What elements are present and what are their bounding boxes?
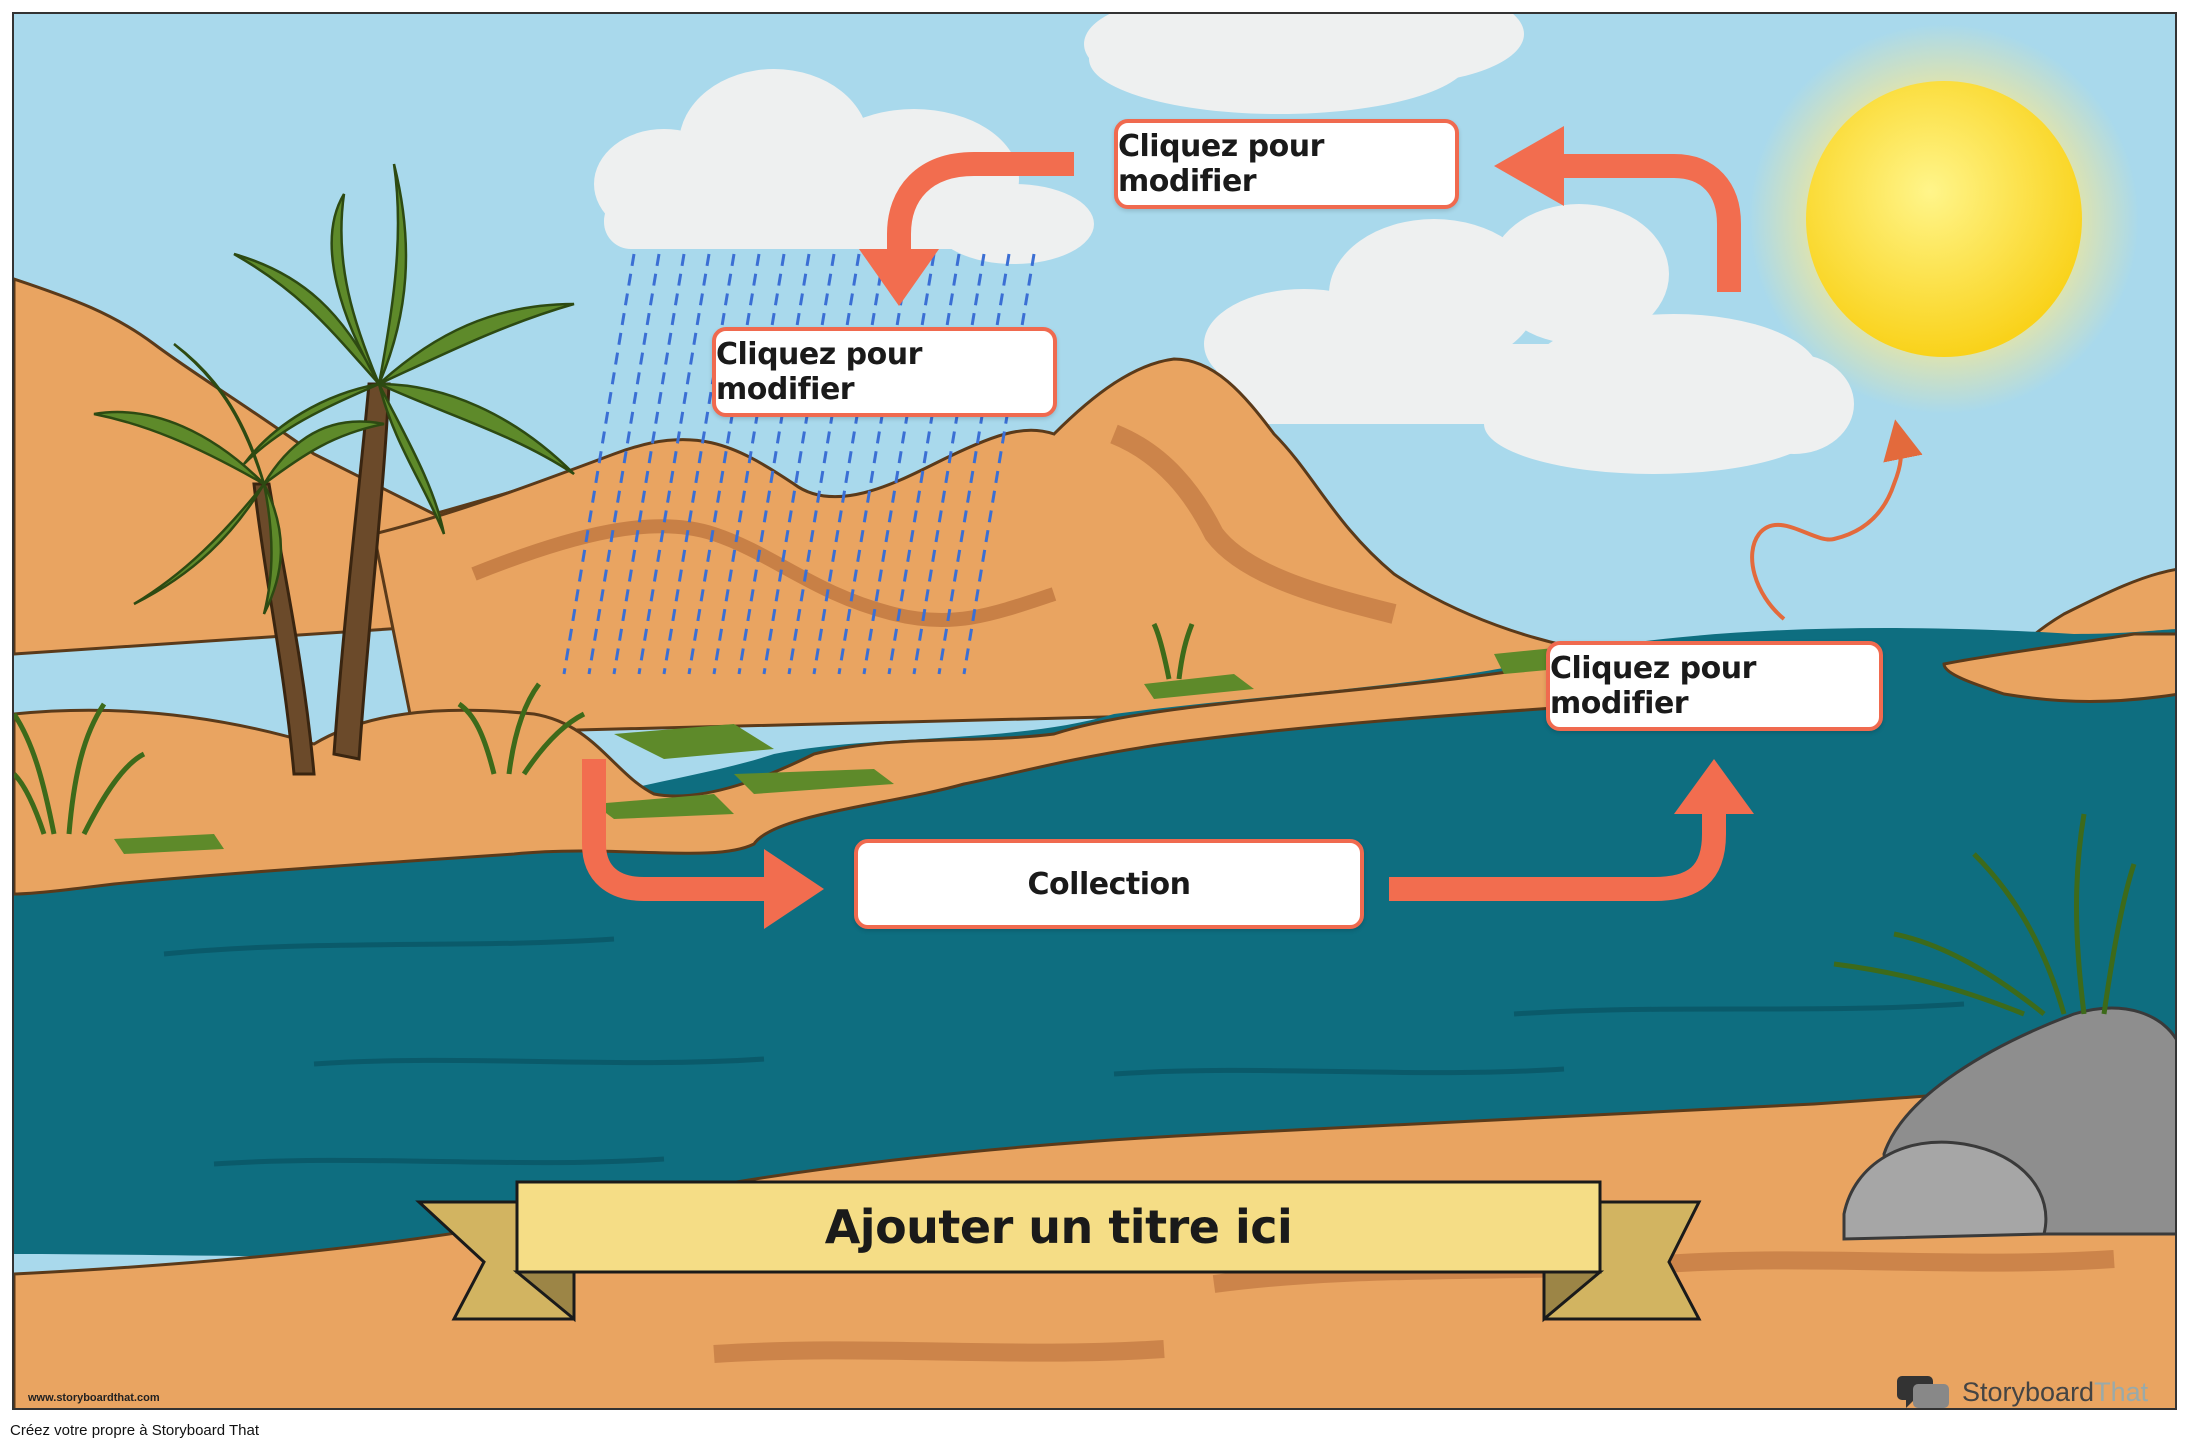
evaporation-arrow-icon	[1750, 419, 1923, 621]
grass-icon	[14, 622, 2137, 1017]
arrow-head-down-icon	[859, 249, 939, 306]
cloud-top	[1084, 14, 1524, 114]
cycle-arrows	[582, 152, 1741, 901]
arrow-head-left-icon	[1494, 126, 1564, 206]
label-precipitation[interactable]: Cliquez pour modifier	[712, 327, 1057, 417]
arrow-head-up-icon	[1674, 759, 1754, 814]
title-banner	[415, 1180, 1702, 1323]
brand-word-storyboard: Storyboard	[1962, 1376, 2095, 1407]
banner-title[interactable]: Ajouter un titre ici	[824, 1200, 1293, 1254]
label-evaporation[interactable]: Cliquez pour modifier	[1546, 641, 1883, 731]
footer-credit[interactable]: Créez votre propre à Storyboard That	[10, 1422, 260, 1439]
palm-trees-icon	[93, 163, 575, 776]
rain-icon	[562, 253, 1036, 675]
rocks-icon	[1842, 1006, 2175, 1241]
label-condensation[interactable]: Cliquez pour modifier	[1114, 119, 1459, 209]
label-collection[interactable]: Collection	[854, 839, 1364, 929]
website-watermark: www.storyboardthat.com	[28, 1392, 160, 1404]
sun-icon	[1749, 24, 2139, 414]
water-cycle-scene: Cliquez pour modifier Cliquez pour modif…	[12, 12, 2177, 1410]
cloud-right	[1204, 204, 1854, 474]
arrow-head-right-icon	[764, 849, 824, 929]
lake	[14, 628, 2175, 1257]
storyboard-logo-icon	[1897, 1376, 1949, 1408]
brand-word-that: That	[2094, 1376, 2149, 1407]
